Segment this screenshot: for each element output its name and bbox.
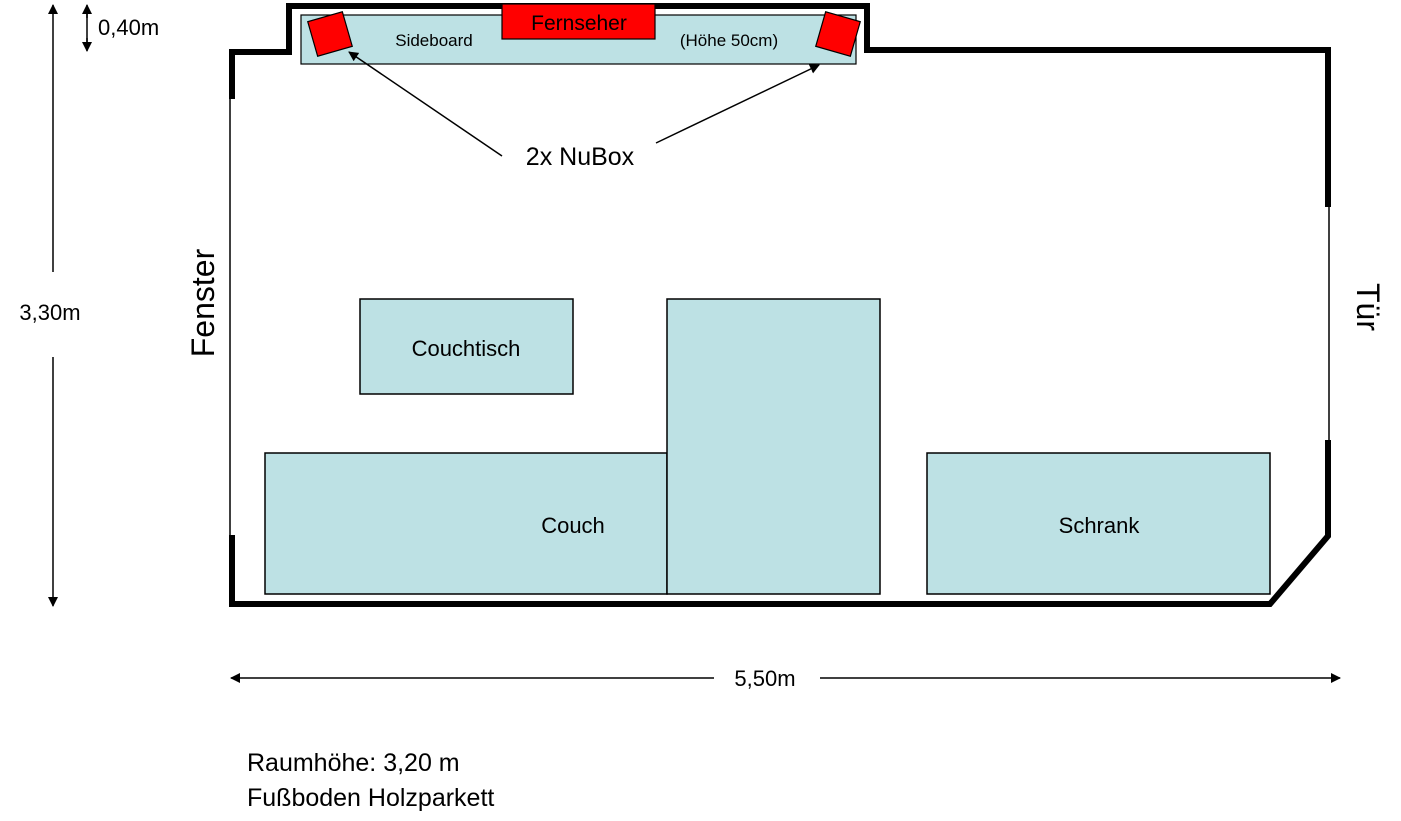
sideboard-label: Sideboard <box>395 31 473 50</box>
cabinet-label: Schrank <box>1059 513 1141 538</box>
nubox-label: 2x NuBox <box>526 143 635 171</box>
dim-depth-label: 0,40m <box>98 15 159 40</box>
note-room-height: Raumhöhe: 3,20 m <box>247 749 460 777</box>
coffee-table-label: Couchtisch <box>412 336 521 361</box>
nubox-arrow-left <box>348 51 503 157</box>
door-label: Tür <box>1350 283 1386 331</box>
couch-chaise <box>666 298 881 595</box>
cabinet <box>926 452 1271 595</box>
window-label: Fenster <box>185 248 221 357</box>
wall-right-lower <box>229 440 1331 607</box>
sideboard-height-label: (Höhe 50cm) <box>680 31 778 50</box>
tv <box>501 3 656 40</box>
couch-label: Couch <box>541 513 605 538</box>
nubox-arrow-right <box>655 64 820 144</box>
dim-width-label: 5,50m <box>734 666 795 691</box>
tv-label: Fernseher <box>531 12 627 35</box>
coffee-table <box>359 298 574 395</box>
speaker-left <box>306 10 354 58</box>
speaker-right <box>814 10 862 58</box>
dim-height-label: 3,30m <box>19 300 80 325</box>
couch-seat <box>264 452 668 595</box>
note-floor: Fußboden Holzparkett <box>247 784 494 812</box>
